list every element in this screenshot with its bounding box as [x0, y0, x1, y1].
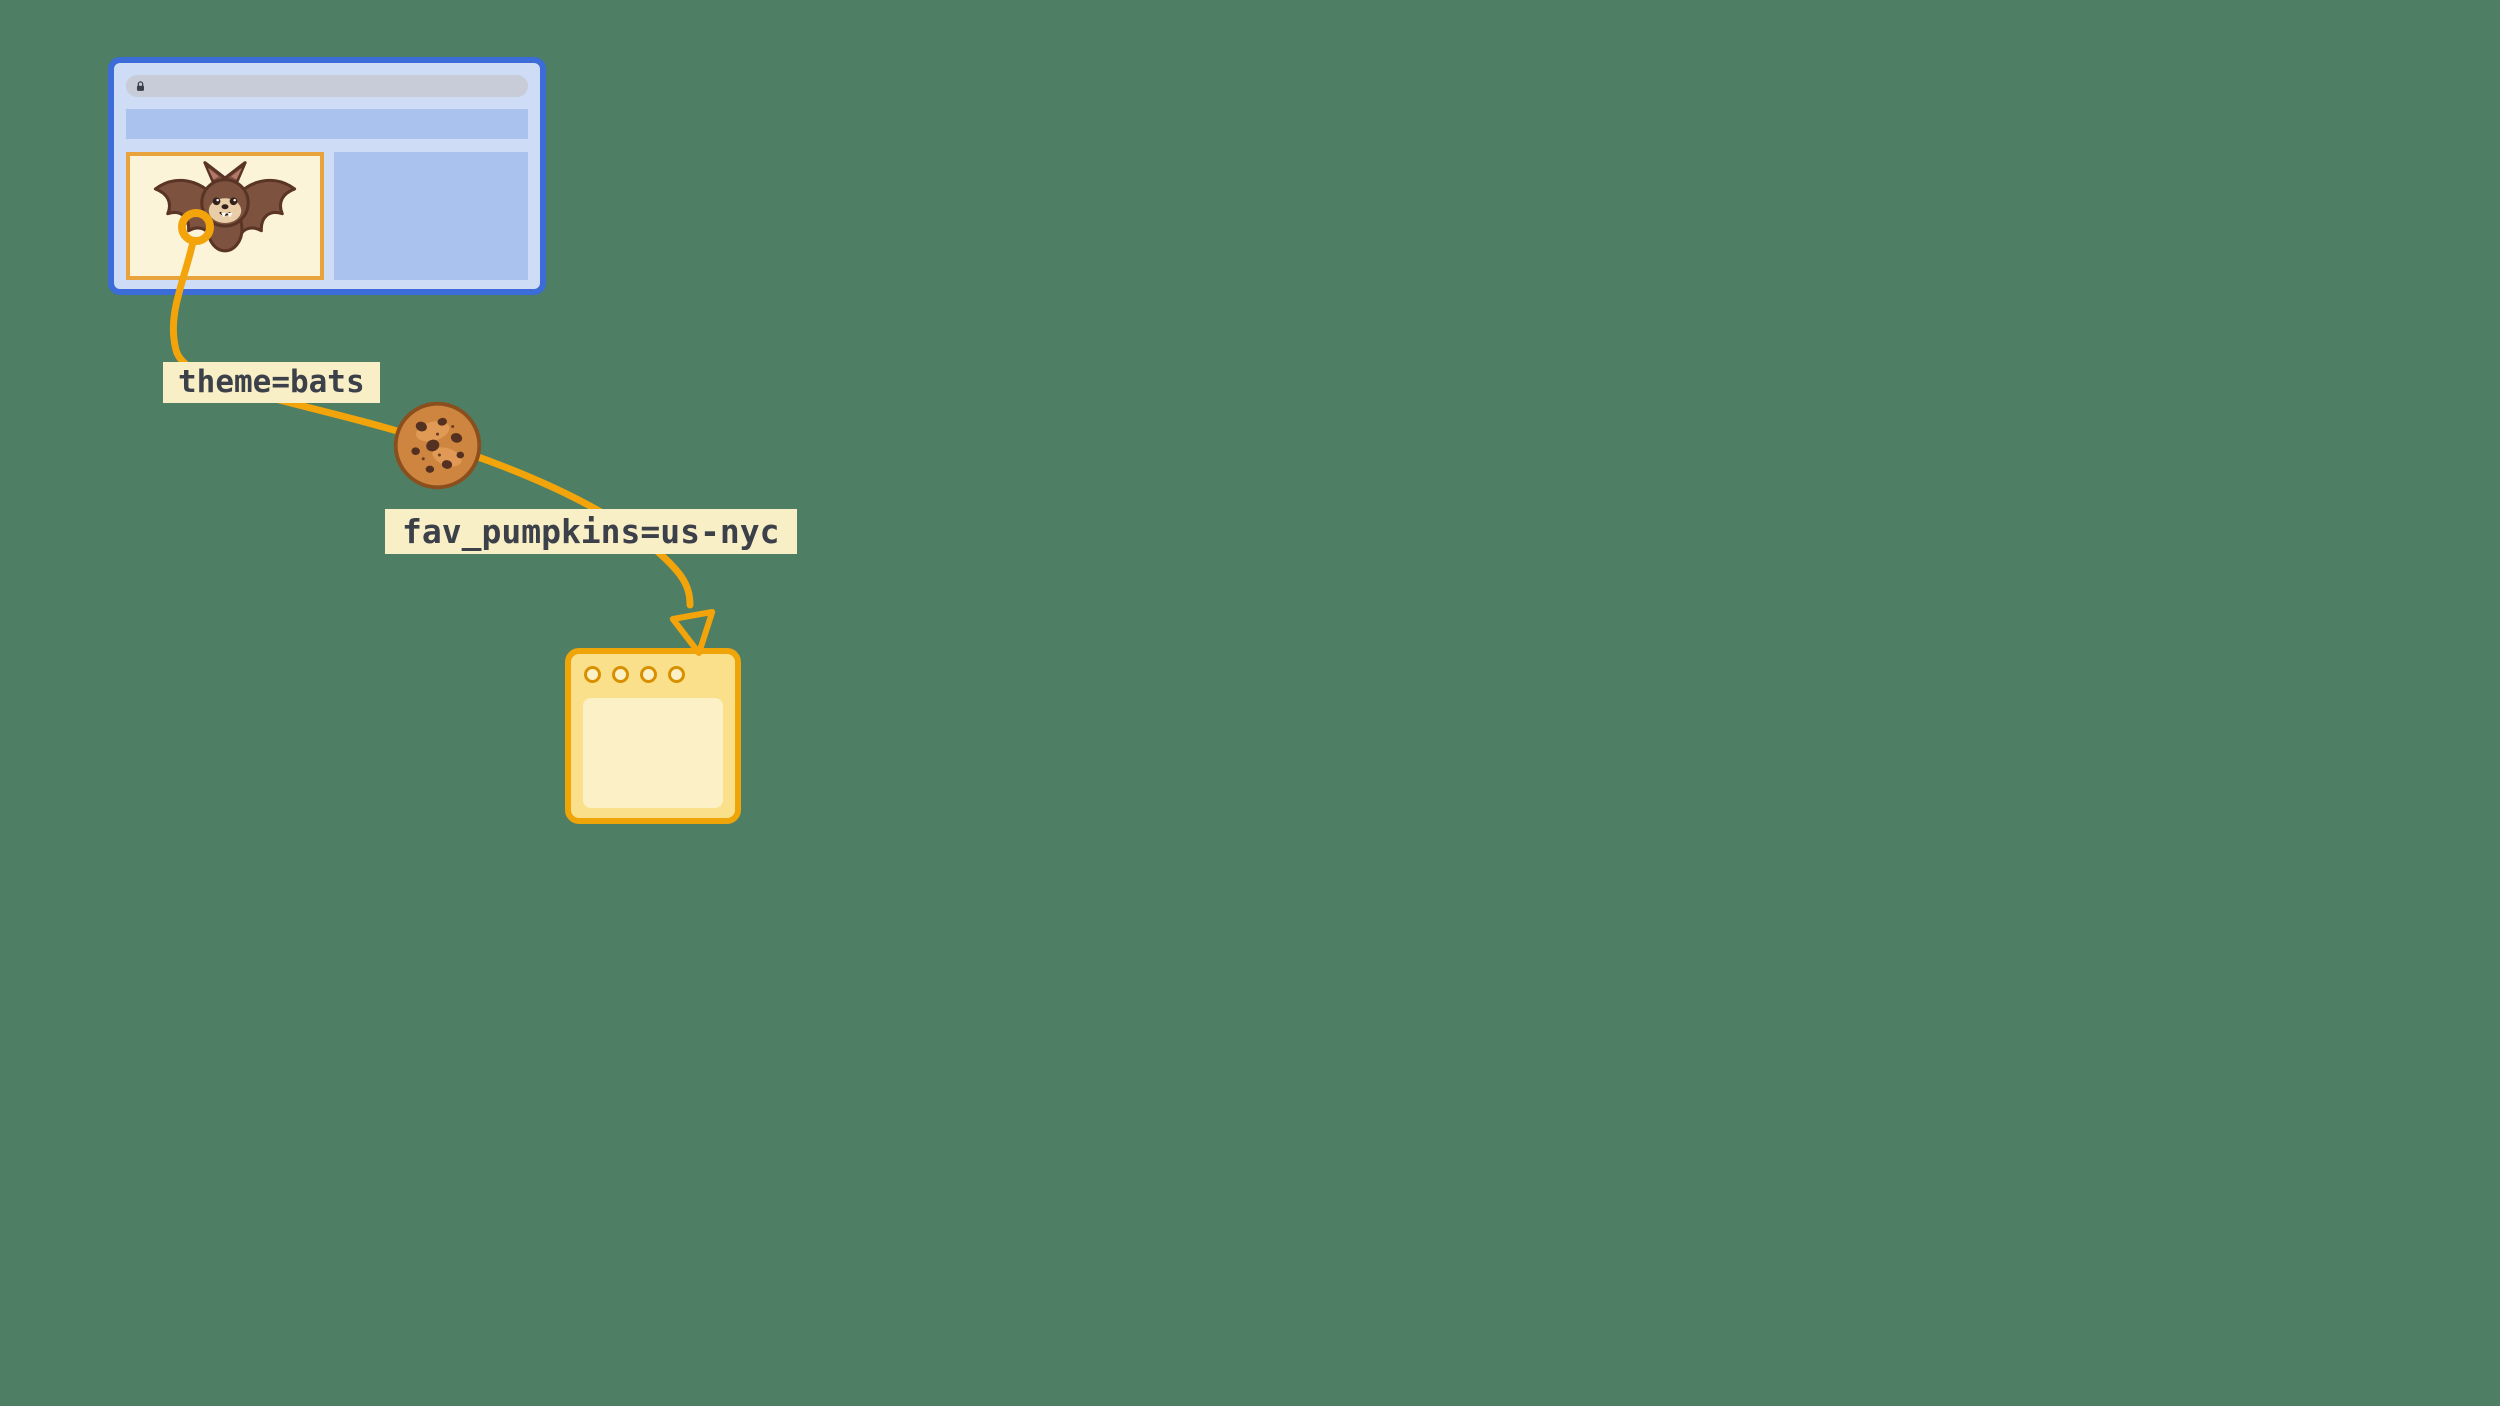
bat-illustration: [153, 161, 297, 253]
browser-toolbar: [126, 109, 528, 139]
highlighted-content-pane: [126, 152, 324, 280]
panel-dot: [584, 666, 601, 683]
panel-body: [583, 698, 723, 808]
cookie-icon: [393, 401, 482, 490]
cookie-label-theme: theme=bats: [163, 362, 380, 403]
panel-dot: [668, 666, 685, 683]
cookie-label-fav-pumpkins: fav_pumpkins=us-nyc: [385, 509, 797, 554]
lock-icon: [136, 80, 145, 91]
panel-dot: [612, 666, 629, 683]
window-dots: [584, 666, 685, 683]
browser-window: [108, 57, 546, 295]
address-bar: [126, 75, 528, 97]
panel-dot: [640, 666, 657, 683]
cookie-store-panel: [565, 648, 741, 824]
content-pane: [334, 152, 528, 280]
arrowhead-icon: [669, 609, 716, 656]
